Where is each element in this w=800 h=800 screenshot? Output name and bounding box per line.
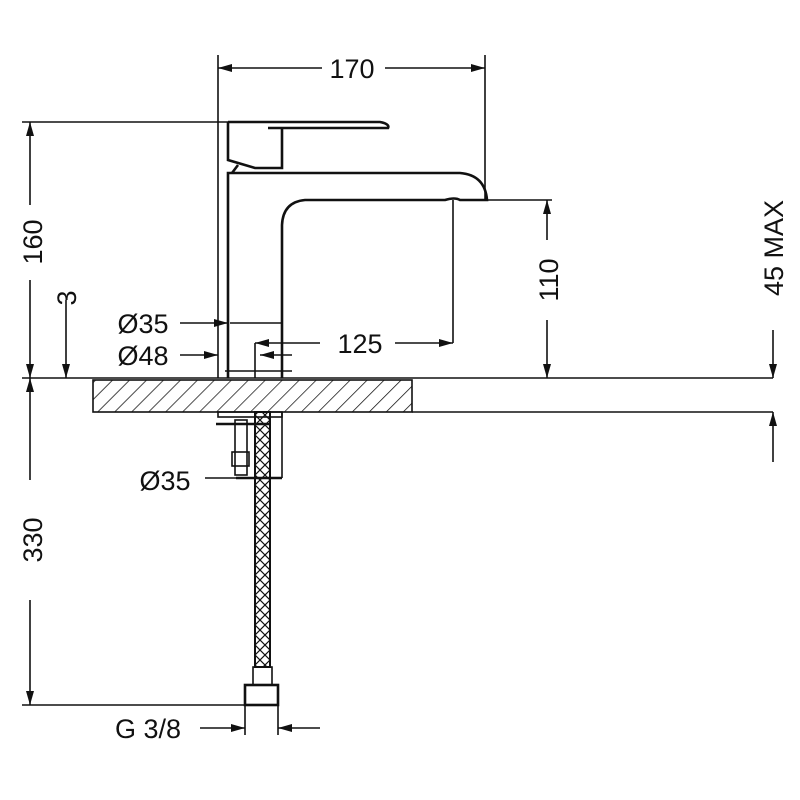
faucet-body: [225, 171, 489, 378]
dim-170-label: 170: [329, 54, 374, 84]
dim-160-label: 160: [18, 219, 48, 264]
dimension-counter-thickness: 45 MAX: [759, 200, 789, 462]
dim-125-label: 125: [337, 329, 382, 359]
dim-330-label: 330: [18, 517, 48, 562]
dimension-hose-length: 330: [18, 378, 48, 705]
dimension-spout-height: 110: [534, 200, 564, 378]
countertop: [22, 377, 773, 413]
dimension-body-diameter: Ø35: [117, 309, 282, 339]
dimension-shank-diameter: Ø35: [139, 466, 236, 496]
dim-shank-35-label: Ø35: [139, 466, 190, 496]
dimension-base-diameter: Ø48: [117, 341, 292, 371]
dimension-height: 160: [18, 122, 48, 378]
extension-lines: [22, 55, 552, 735]
dim-45max-label: 45 MAX: [759, 200, 789, 296]
faucet-handle: [226, 120, 390, 174]
dim-110-label: 110: [534, 258, 564, 301]
dim-diameter-35-label: Ø35: [117, 309, 168, 339]
dim-diameter-48-label: Ø48: [117, 341, 168, 371]
dim-3-label: 3: [52, 290, 82, 305]
dimension-width: 170: [218, 54, 485, 84]
supply-hose: [216, 411, 283, 707]
dimension-spout-reach: 125: [254, 329, 453, 378]
dimension-base-offset: 3: [52, 290, 82, 378]
dimension-thread: G 3/8: [115, 714, 320, 744]
dim-thread-label: G 3/8: [115, 714, 181, 744]
